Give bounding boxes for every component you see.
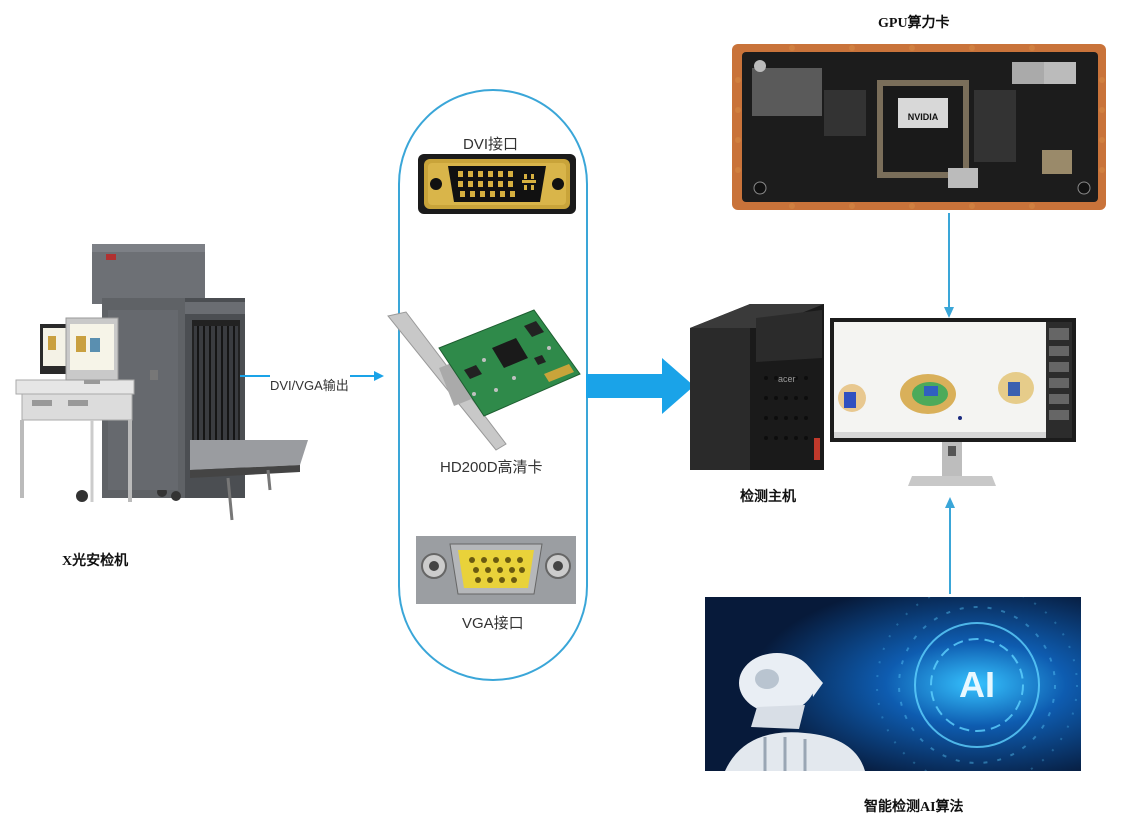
vga-port-label: VGA接口 xyxy=(462,615,524,632)
monitor-image xyxy=(830,318,1076,488)
gpu-card-label: GPU算力卡 xyxy=(878,16,950,31)
capture-card-label: HD200D高清卡 xyxy=(440,459,543,476)
gpu-card-image: NVIDIA xyxy=(712,40,1110,216)
ai-algorithm-label: 智能检测AI算法 xyxy=(864,800,964,815)
ai-badge: AI xyxy=(959,664,995,705)
vga-connector-image xyxy=(416,536,576,604)
gpu-to-monitor-arrow xyxy=(942,213,956,319)
ai-to-monitor-arrow xyxy=(943,496,957,596)
capture-card-image xyxy=(384,308,584,453)
acer-logo: acer xyxy=(778,374,796,384)
main-flow-arrow xyxy=(586,358,696,414)
dvi-connector-image xyxy=(418,154,576,214)
dvi-port-label: DVI接口 xyxy=(463,136,519,153)
xray-machine-label: X光安检机 xyxy=(62,554,129,569)
xray-machine-image xyxy=(10,240,310,530)
output-arrow xyxy=(240,368,385,384)
ai-algorithm-image: AI xyxy=(705,597,1081,771)
host-label: 检测主机 xyxy=(740,490,796,505)
output-label: DVI/VGA输出 xyxy=(270,378,349,393)
nvidia-logo: NVIDIA xyxy=(908,112,939,122)
host-pc-image: acer xyxy=(686,298,828,474)
